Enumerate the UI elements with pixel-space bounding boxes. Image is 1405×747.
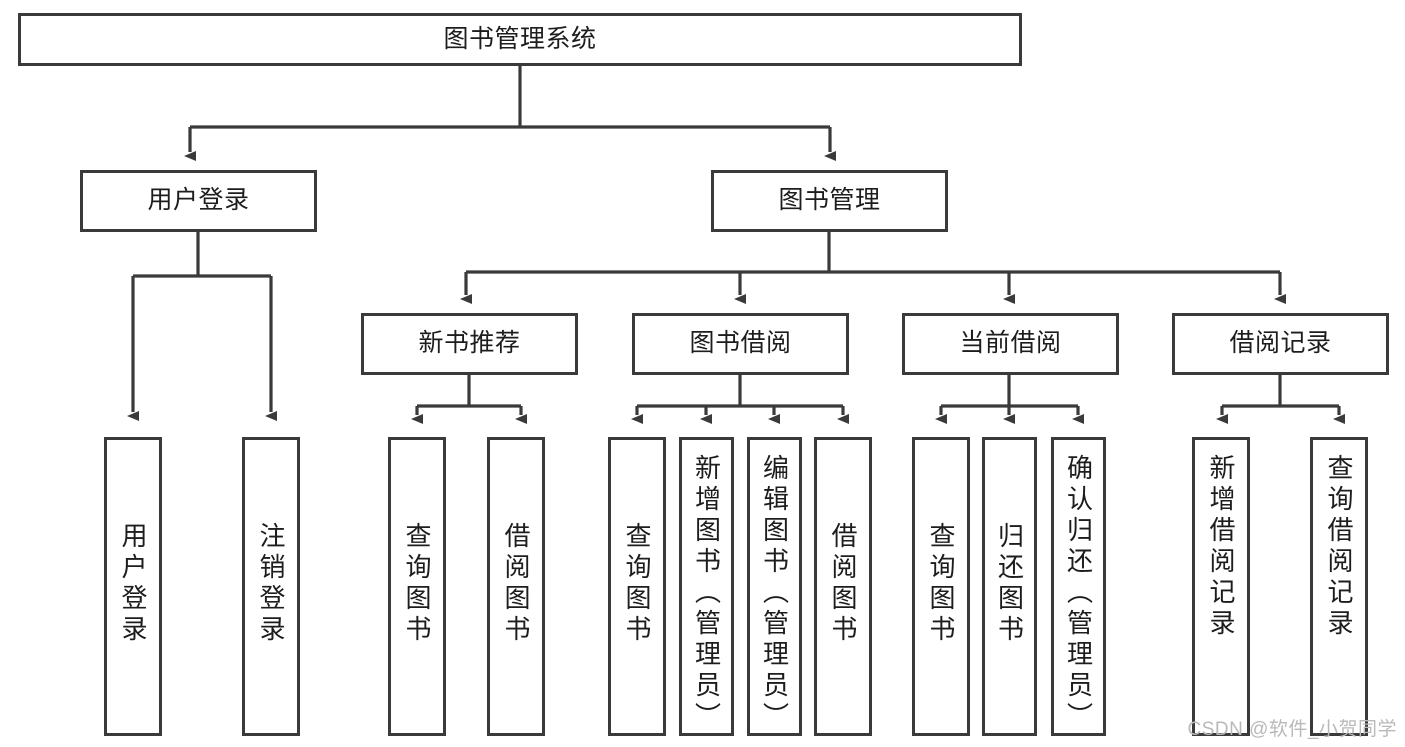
node-user-login[interactable]: 用户登录	[80, 170, 317, 232]
node-leaf-query-book-3[interactable]: 查询图书	[912, 437, 970, 736]
node-label: 注销登录	[256, 522, 286, 646]
node-label: 用户登录	[118, 522, 148, 646]
node-label: 查询图书	[622, 522, 652, 646]
node-label: 图书借阅	[689, 329, 792, 358]
node-leaf-return-book[interactable]: 归还图书	[982, 437, 1037, 736]
node-book-borrow[interactable]: 图书借阅	[632, 313, 849, 375]
node-leaf-add-book[interactable]: 新增图书（管理员）	[679, 437, 734, 736]
node-leaf-borrow-book-1[interactable]: 借阅图书	[487, 437, 545, 736]
node-label: 借阅记录	[1229, 329, 1332, 358]
node-leaf-add-record[interactable]: 新增借阅记录	[1192, 437, 1250, 736]
csdn-watermark: CSDN @软件_小贺同学	[1187, 719, 1397, 740]
node-root-book-management-system[interactable]: 图书管理系统	[18, 13, 1022, 66]
node-label: 编辑图书（管理员）	[759, 454, 790, 733]
node-label: 图书管理系统	[443, 24, 597, 53]
node-book-management[interactable]: 图书管理	[711, 170, 948, 232]
node-label: 图书管理	[778, 186, 881, 215]
node-label: 新增借阅记录	[1206, 454, 1236, 640]
node-label: 确认归还（管理员）	[1063, 454, 1094, 733]
node-leaf-borrow-book-2[interactable]: 借阅图书	[814, 437, 872, 736]
node-current-borrow[interactable]: 当前借阅	[902, 313, 1119, 375]
node-borrow-record[interactable]: 借阅记录	[1172, 313, 1389, 375]
node-label: 当前借阅	[959, 329, 1062, 358]
node-label: 借阅图书	[828, 522, 858, 646]
node-label: 新增图书（管理员）	[691, 454, 722, 733]
node-label: 借阅图书	[501, 522, 531, 646]
node-label: 用户登录	[147, 186, 250, 215]
node-label: 查询图书	[926, 522, 956, 646]
node-leaf-logout-login[interactable]: 注销登录	[242, 437, 300, 736]
node-leaf-edit-book[interactable]: 编辑图书（管理员）	[747, 437, 802, 736]
node-label: 归还图书	[994, 522, 1025, 646]
node-label: 查询借阅记录	[1324, 454, 1354, 640]
node-leaf-confirm-return[interactable]: 确认归还（管理员）	[1051, 437, 1106, 736]
node-leaf-query-record[interactable]: 查询借阅记录	[1310, 437, 1368, 736]
node-new-book-recommend[interactable]: 新书推荐	[361, 313, 578, 375]
node-label: 新书推荐	[418, 329, 521, 358]
node-leaf-query-book-1[interactable]: 查询图书	[388, 437, 446, 736]
node-leaf-user-login[interactable]: 用户登录	[104, 437, 162, 736]
node-label: 查询图书	[402, 522, 432, 646]
node-leaf-query-book-2[interactable]: 查询图书	[608, 437, 666, 736]
